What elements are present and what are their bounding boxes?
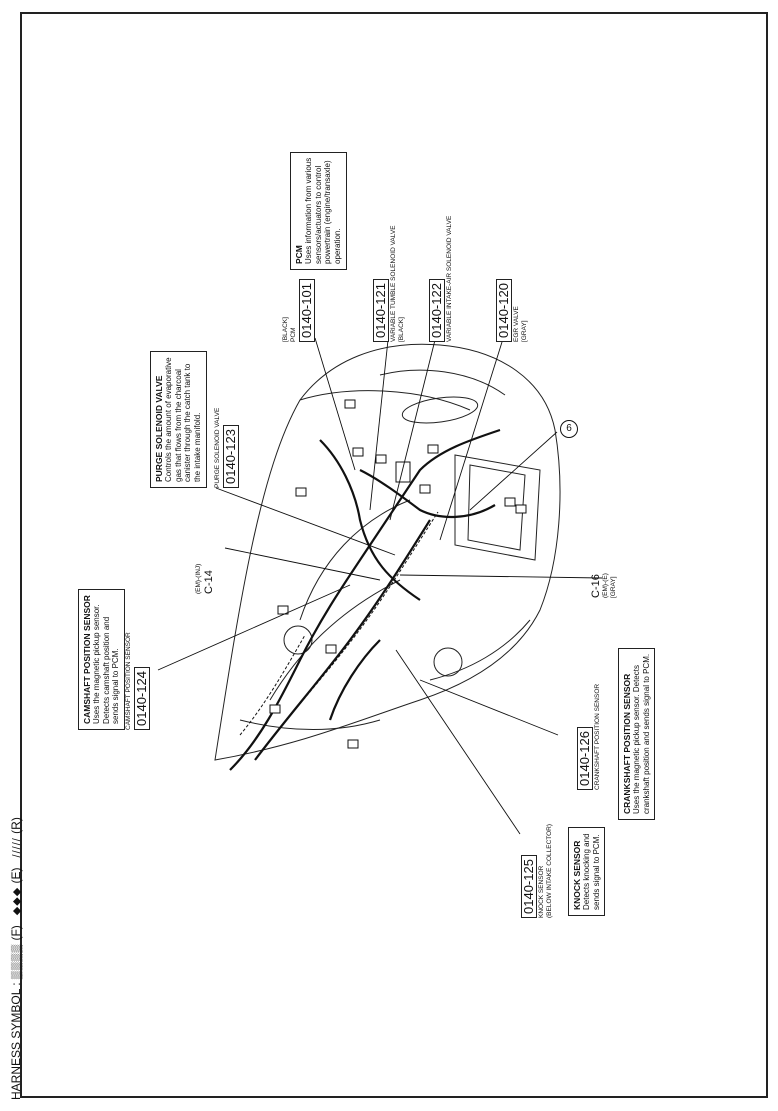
pcm-label: [BLACK] PCM 0140-101 bbox=[282, 279, 316, 342]
connector-c14: (EM)-(INJ) C-14 bbox=[195, 564, 215, 594]
camshaft-desc-line: sends signal to PCM. bbox=[111, 648, 121, 724]
camshaft-code: 0140-124 bbox=[133, 667, 151, 730]
legend-f-label: (F) bbox=[9, 925, 23, 941]
c14-sub: (EM)-(INJ) bbox=[195, 563, 202, 594]
harness-e-symbol: ◆◆◆ bbox=[11, 886, 23, 916]
pcm-desc-line: operation. bbox=[332, 228, 342, 264]
pcm-title: PCM bbox=[294, 245, 304, 264]
harness-symbol-legend: HARNESS SYMBOL : ▒▒▒▒ (F) ◆◆◆ (E) ///// … bbox=[9, 817, 24, 1100]
egr-color: [GRAY] bbox=[521, 320, 529, 342]
tumble-code: 0140-121 bbox=[373, 279, 390, 342]
camshaft-label: CAMSHAFT POSITION SENSOR 0140-124 bbox=[125, 632, 151, 730]
legend-r-label: (R) bbox=[9, 817, 23, 834]
pcm-code: 0140-101 bbox=[298, 279, 315, 342]
page-frame bbox=[20, 12, 768, 1098]
purge-desc-line: Controls the amount of evaporative bbox=[164, 357, 174, 482]
crank-desc-line: Uses the magnetic pickup sensor. Detects bbox=[632, 665, 642, 814]
intake-air-label: 0140-122 VARIABLE INTAKE-AIR SOLENOID VA… bbox=[428, 216, 454, 342]
knock-desc-line: sends signal to PCM. bbox=[591, 834, 601, 910]
tumble-label: 0140-121 VARIABLE TUMBLE SOLENOID VALVE … bbox=[372, 225, 406, 342]
egr-name: EGR VALVE bbox=[513, 306, 521, 342]
pcm-name: PCM bbox=[289, 327, 297, 342]
egr-label: 0140-120 EGR VALVE [GRAY] bbox=[495, 279, 529, 342]
legend-e-label: (E) bbox=[9, 867, 23, 884]
purge-label: PURGE SOLENOID VALVE 0140-123 bbox=[214, 408, 240, 488]
purge-title: PURGE SOLENOID VALVE bbox=[154, 375, 164, 482]
harness-f-symbol: ▒▒▒▒ bbox=[11, 943, 23, 980]
pcm-description-box: PCM Uses information from various sensor… bbox=[290, 151, 347, 270]
camshaft-description-box: CAMSHAFT POSITION SENSOR Uses the magnet… bbox=[78, 589, 125, 730]
c16-label: C-16 bbox=[590, 574, 602, 598]
camshaft-desc-line: Detects camshaft position and bbox=[101, 616, 111, 724]
crank-description-box: CRANKSHAFT POSITION SENSOR Uses the magn… bbox=[618, 647, 656, 820]
knock-description-box: KNOCK SENSOR Detects knocking and sends … bbox=[568, 827, 606, 916]
purge-desc-line: the intake manifold. bbox=[192, 412, 202, 482]
tumble-color: [BLACK] bbox=[398, 317, 406, 342]
purge-desc-line: canister through the catch tank to bbox=[183, 363, 193, 482]
connector-6-marker: 6 bbox=[560, 420, 578, 438]
camshaft-title: CAMSHAFT POSITION SENSOR bbox=[82, 595, 92, 724]
knock-code: 0140-125 bbox=[521, 855, 538, 918]
connector-c16: C-16 (EM)-(E) [GRAY] bbox=[590, 573, 618, 598]
camshaft-desc-line: Uses the magnetic pickup sensor. bbox=[92, 604, 102, 724]
intake-air-name: VARIABLE INTAKE-AIR SOLENOID VALVE bbox=[446, 215, 454, 342]
camshaft-name: CAMSHAFT POSITION SENSOR bbox=[125, 632, 132, 730]
crank-name: CRANKSHAFT POSITION SENSOR bbox=[594, 683, 602, 790]
legend-prefix: HARNESS SYMBOL : bbox=[9, 982, 23, 1100]
harness-r-symbol: ///// bbox=[11, 837, 23, 858]
connector-6-label: 6 bbox=[566, 423, 572, 434]
egr-code: 0140-120 bbox=[496, 279, 513, 342]
crank-label: 0140-126 CRANKSHAFT POSITION SENSOR bbox=[576, 684, 602, 790]
purge-description-box: PURGE SOLENOID VALVE Controls the amount… bbox=[150, 351, 207, 488]
pcm-desc-line: powertrain (engine/transaxle) bbox=[323, 160, 333, 264]
c14-label: C-14 bbox=[202, 570, 215, 594]
crank-desc-line: crankshaft position and sends signal to … bbox=[641, 653, 651, 814]
purge-desc-line: gas that flows from the charcoal bbox=[173, 369, 183, 482]
c16-color: [GRAY] bbox=[609, 576, 617, 598]
knock-sub: (BELOW INTAKE COLLECTOR) bbox=[546, 823, 554, 918]
purge-name: PURGE SOLENOID VALVE bbox=[214, 407, 221, 488]
knock-label: 0140-125 KNOCK SENSOR (BELOW INTAKE COLL… bbox=[520, 824, 554, 918]
pcm-color: [BLACK] bbox=[282, 317, 289, 342]
intake-air-code: 0140-122 bbox=[429, 279, 446, 342]
pcm-desc-line: sensors/actuators to control bbox=[313, 165, 323, 264]
knock-desc-line: Detects knocking and bbox=[582, 833, 592, 911]
pcm-desc-line: Uses information from various bbox=[304, 157, 314, 264]
tumble-name: VARIABLE TUMBLE SOLENOID VALVE bbox=[390, 225, 398, 342]
knock-title: KNOCK SENSOR bbox=[572, 840, 582, 910]
crank-code: 0140-126 bbox=[577, 727, 594, 790]
crank-title: CRANKSHAFT POSITION SENSOR bbox=[622, 673, 632, 814]
knock-name: KNOCK SENSOR bbox=[538, 865, 546, 918]
purge-code: 0140-123 bbox=[222, 425, 240, 488]
c16-sub: (EM)-(E) bbox=[602, 573, 610, 598]
